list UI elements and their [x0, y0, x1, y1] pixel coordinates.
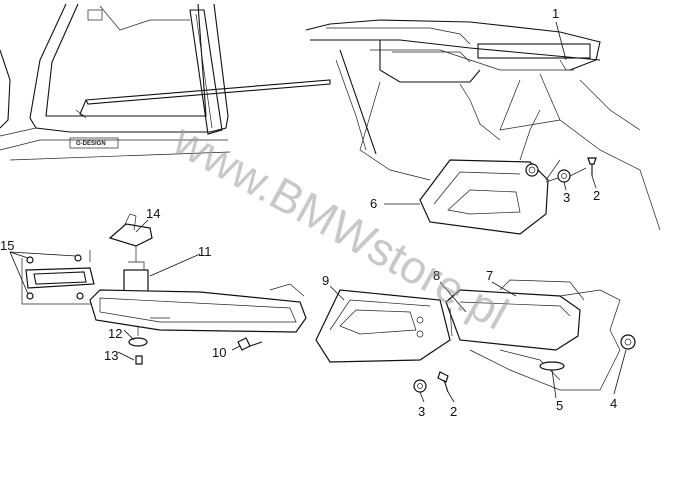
trim-bezel-part-15 [9, 250, 96, 305]
callout-1: 1 [552, 6, 559, 21]
bracket-part-9 [315, 289, 451, 393]
lamp-assembly [108, 213, 153, 365]
callout-7: 7 [486, 268, 493, 283]
tray-assembly [445, 279, 636, 391]
callout-14: 14 [146, 206, 160, 221]
callout-12: 12 [108, 326, 122, 341]
callout-labels: 1 2 3 6 14 15 11 12 13 10 9 8 7 3 2 5 4 [0, 6, 617, 419]
callout-11: 11 [198, 244, 212, 259]
emblem-text: G-DESIGN [76, 141, 106, 147]
callout-2-lower: 2 [450, 404, 457, 419]
callout-10: 10 [212, 345, 226, 360]
callout-4: 4 [610, 396, 617, 411]
callout-8: 8 [433, 268, 440, 283]
leader-lines [117, 21, 627, 403]
bracket-part-6 [419, 109, 597, 235]
callout-15: 15 [0, 238, 14, 253]
dashboard-view [305, 19, 661, 231]
callout-13: 13 [104, 348, 118, 363]
trim-strip-part-11 [89, 283, 307, 351]
quarter-panel-view: G-DESIGN [0, 3, 331, 161]
callout-9: 9 [322, 273, 329, 288]
callout-3-upper: 3 [563, 190, 570, 205]
callout-3-lower: 3 [418, 404, 425, 419]
callout-6: 6 [370, 196, 377, 211]
callout-5: 5 [556, 398, 563, 413]
callout-2-upper: 2 [593, 188, 600, 203]
